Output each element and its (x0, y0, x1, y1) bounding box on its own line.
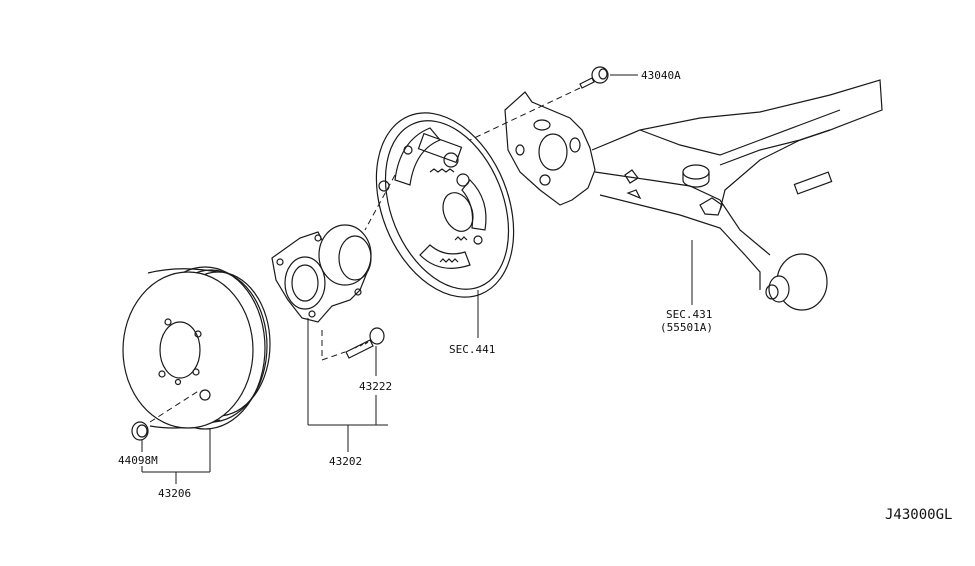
cap-plug (131, 421, 149, 441)
diagram-code: J43000GL (885, 507, 952, 523)
brake-drum (122, 266, 271, 430)
part-label-44098m[interactable]: 44098M (118, 454, 158, 467)
part-label-43206[interactable]: 43206 (158, 487, 191, 500)
wheel-stud (345, 327, 385, 359)
leader-lines (141, 74, 693, 484)
rear-axle-beam (504, 79, 883, 311)
part-label-43202[interactable]: 43202 (329, 455, 362, 468)
part-label-43222[interactable]: 43222 (359, 380, 392, 393)
ref-sublabel-55501a[interactable]: (55501A) (660, 321, 713, 334)
ref-label-sec-441[interactable]: SEC.441 (449, 343, 495, 356)
hub-assembly (271, 224, 372, 323)
bolt-43040a (579, 66, 609, 89)
alignment-lines (149, 87, 581, 423)
ref-label-sec-431[interactable]: SEC.431 (666, 308, 712, 321)
part-label-43040a[interactable]: 43040A (641, 69, 681, 82)
